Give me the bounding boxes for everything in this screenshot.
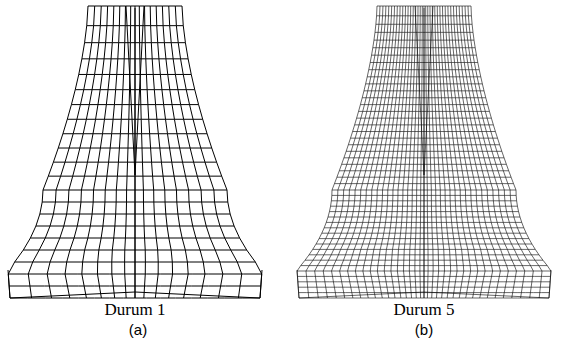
mesh-column (175, 6, 241, 298)
mesh-column (471, 6, 551, 298)
mesh-column (47, 6, 101, 298)
panel-label: (a) (129, 322, 147, 339)
mesh-column (135, 6, 136, 298)
mesh-column (440, 6, 464, 298)
mesh-ridge (424, 8, 425, 298)
mesh-column (420, 6, 422, 298)
mesh-column (82, 6, 114, 298)
mesh-column (323, 6, 386, 298)
mesh-ridge (424, 6, 433, 175)
mesh-column (435, 6, 451, 298)
mesh-ridge (126, 6, 135, 175)
mesh-ridge (415, 6, 424, 175)
case-label: Durum 5 (394, 301, 455, 320)
mesh-foot (8, 270, 135, 298)
mesh-column (8, 6, 88, 298)
mesh-column (97, 6, 119, 298)
mesh-foot (135, 270, 262, 298)
mesh-column (462, 6, 525, 298)
mesh-foot (424, 270, 551, 298)
mesh-column (451, 6, 493, 298)
mesh-column (384, 6, 408, 298)
mesh-column (409, 6, 418, 298)
mesh-coarse (8, 6, 262, 298)
mesh-fine (297, 6, 551, 298)
mesh-column (150, 6, 172, 298)
mesh-column (430, 6, 439, 298)
mesh-column (28, 6, 94, 298)
mesh-column (340, 6, 392, 298)
mesh-column (355, 6, 397, 298)
panel-label: (b) (415, 322, 433, 339)
mesh-column (65, 6, 108, 298)
mesh-column (377, 6, 405, 298)
mesh-column (162, 6, 205, 298)
mesh-column (426, 6, 428, 298)
mesh-ridge (135, 6, 144, 175)
mesh-column (468, 6, 542, 298)
mesh-ridge (135, 8, 136, 298)
mesh-column (125, 6, 131, 298)
mesh-column (182, 6, 262, 298)
mesh-column (348, 6, 395, 298)
mesh-column (332, 6, 389, 298)
case-label: Durum 1 (105, 301, 166, 320)
mesh-column (112, 6, 126, 298)
mesh-column (424, 6, 425, 298)
mesh-column (391, 6, 411, 298)
mesh-column (169, 6, 223, 298)
mesh-column (363, 6, 400, 298)
mesh-foot (297, 270, 424, 298)
mesh-column (459, 6, 516, 298)
mesh-column (453, 6, 500, 298)
mesh-column (297, 6, 377, 298)
mesh-column (306, 6, 380, 298)
mesh-column (139, 6, 145, 298)
mesh-column (397, 6, 413, 298)
